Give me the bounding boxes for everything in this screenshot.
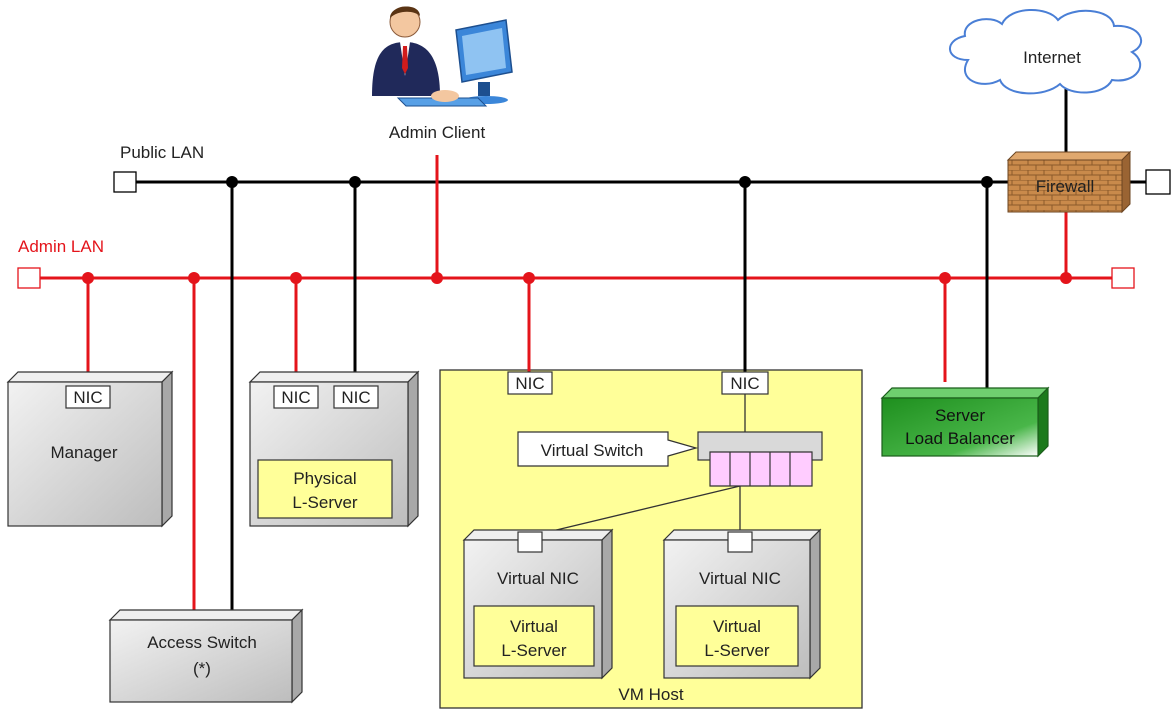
manager-nic-label: NIC xyxy=(73,388,102,407)
admin-lan: Admin LAN xyxy=(17,237,1135,289)
vm2-lserver-box xyxy=(675,605,799,667)
virtual-server-1: Virtual NIC Virtual L-Server xyxy=(462,528,614,680)
vm1-lserver-box xyxy=(473,605,595,667)
access-switch-top xyxy=(108,609,304,621)
vm2-vnic-label: Virtual NIC xyxy=(699,569,781,588)
physical-lserver-label-1: Physical xyxy=(293,469,356,488)
virtual-switch-callout: Virtual Switch xyxy=(517,431,699,467)
physical-nic-admin-label: NIC xyxy=(281,388,310,407)
junction-dot xyxy=(431,272,443,284)
manager-label: Manager xyxy=(50,443,117,462)
junction-dot xyxy=(523,272,535,284)
vm2-lserver-label-2: L-Server xyxy=(704,641,770,660)
access-switch: Access Switch (*) xyxy=(108,608,304,704)
physical-nic-admin xyxy=(273,385,319,409)
access-switch-box xyxy=(109,619,293,703)
server-load-balancer: Server Load Balancer xyxy=(880,386,1050,458)
slb-box xyxy=(881,397,1039,457)
vm1-lserver-label-1: Virtual xyxy=(510,617,558,636)
junction-dot xyxy=(939,272,951,284)
public-lan-label: Public LAN xyxy=(120,143,204,162)
public-lan-endpoint-right xyxy=(1145,169,1171,195)
slb-label-1: Server xyxy=(935,406,985,425)
admin-client: Admin Client xyxy=(372,6,513,142)
internet-label: Internet xyxy=(1023,48,1081,67)
connectors xyxy=(86,84,1068,612)
manager-box-side xyxy=(161,370,173,528)
virtual-switch xyxy=(697,431,823,487)
vm-host-nic-admin-label: NIC xyxy=(515,374,544,393)
admin-client-label: Admin Client xyxy=(389,123,486,142)
virtual-switch-label: Virtual Switch xyxy=(541,441,644,460)
physical-lserver-box xyxy=(257,459,393,519)
vm-host-label: VM Host xyxy=(618,685,683,704)
manager-nic xyxy=(65,385,111,409)
admin-lan-endpoint-right xyxy=(1111,267,1135,289)
internet-cloud-icon xyxy=(949,8,1143,95)
vm1-vnic-port xyxy=(517,531,543,553)
virtual-server-2: Virtual NIC Virtual L-Server xyxy=(662,528,822,680)
junction-dot xyxy=(290,272,302,284)
firewall: Firewall xyxy=(1006,150,1132,214)
vm2-vnic-port xyxy=(727,531,753,553)
internet: Internet xyxy=(949,8,1143,95)
firewall-label: Firewall xyxy=(1036,177,1095,196)
junctions xyxy=(82,176,1072,284)
firewall-side xyxy=(1121,150,1131,214)
admin-lan-label: Admin LAN xyxy=(18,237,104,256)
junction-dot xyxy=(188,272,200,284)
vm-host-nic-admin xyxy=(507,371,553,395)
public-lan: Public LAN xyxy=(113,143,1171,195)
junction-dot xyxy=(739,176,751,188)
admin-user-icon xyxy=(372,6,513,107)
manager-server: NIC Manager xyxy=(6,370,174,528)
public-lan-endpoint-left xyxy=(113,171,137,193)
access-switch-label-1: Access Switch xyxy=(147,633,257,652)
vm-host-nic-public-label: NIC xyxy=(730,374,759,393)
admin-lan-endpoint-left xyxy=(17,267,41,289)
junction-dot xyxy=(1060,272,1072,284)
access-switch-label-2: (*) xyxy=(193,659,211,678)
vm2-side xyxy=(809,528,821,680)
physical-server: NIC NIC Physical L-Server xyxy=(248,370,420,528)
manager-box-top xyxy=(6,371,174,383)
junction-dot xyxy=(82,272,94,284)
slb-side xyxy=(1037,386,1049,458)
junction-dot xyxy=(226,176,238,188)
vm1-lserver-label-2: L-Server xyxy=(501,641,567,660)
virtual-switch-ports xyxy=(709,451,813,487)
vm1-side xyxy=(601,528,613,680)
junction-dot xyxy=(349,176,361,188)
physical-lserver-label-2: L-Server xyxy=(292,493,358,512)
slb-top xyxy=(880,387,1050,399)
vm2-lserver-label-1: Virtual xyxy=(713,617,761,636)
firewall-top xyxy=(1006,151,1132,161)
junction-dot xyxy=(981,176,993,188)
vm1-vnic-label: Virtual NIC xyxy=(497,569,579,588)
slb-label-2: Load Balancer xyxy=(905,429,1015,448)
vswitch-to-vm1-link xyxy=(547,485,741,533)
callout-shape xyxy=(517,431,699,467)
vm-host-contents: NIC NIC Virtual Switch Virtual NIC xyxy=(462,371,823,680)
physical-box-top xyxy=(248,371,420,383)
physical-nic-public-label: NIC xyxy=(341,388,370,407)
physical-box-side xyxy=(407,370,419,528)
brick-wall-icon xyxy=(1007,159,1123,213)
physical-nic-public xyxy=(333,385,379,409)
access-switch-side xyxy=(291,608,303,704)
